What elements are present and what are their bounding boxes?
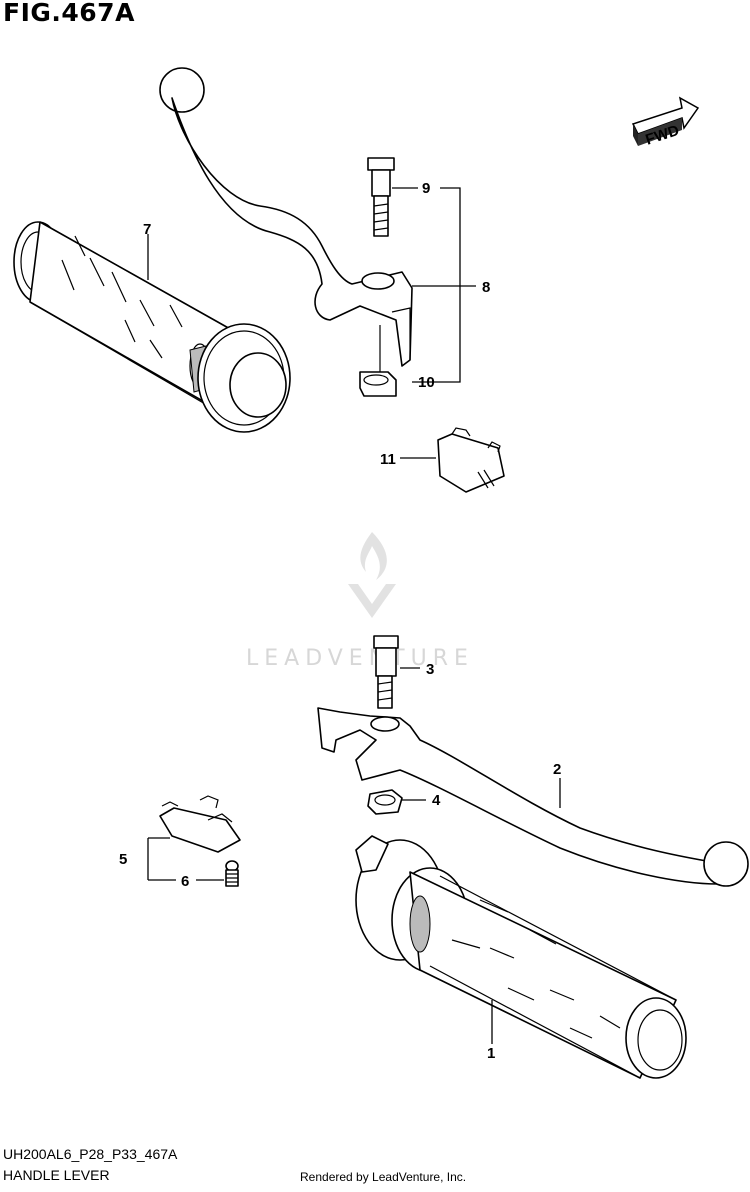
bolt-part-9 [367, 157, 395, 237]
upper-lever-part-8 [159, 67, 413, 367]
callout-3: 3 [426, 661, 434, 678]
switch-part-5 [159, 795, 241, 853]
right-grip-part-1 [355, 835, 687, 1079]
figure-title: FIG.467A [3, 0, 135, 27]
left-grip-part-7 [13, 221, 291, 433]
figure-code: UH200AL6_P28_P33_467A [3, 1146, 178, 1162]
figure-name: HANDLE LEVER [3, 1167, 110, 1183]
callout-8: 8 [482, 279, 490, 296]
callout-2: 2 [553, 761, 561, 778]
bolt-part-3 [373, 635, 399, 709]
leader-lines [147, 187, 561, 1044]
render-credit: Rendered by LeadVenture, Inc. [300, 1170, 467, 1184]
callout-4: 4 [432, 792, 441, 809]
callout-9: 9 [422, 180, 430, 197]
nut-part-4 [367, 789, 403, 815]
switch-part-11 [437, 427, 505, 493]
leadventure-watermark: LEADVENTURE [246, 532, 474, 671]
callout-6: 6 [181, 873, 189, 890]
fwd-arrow-icon: FWD [631, 96, 700, 149]
screw-part-6 [225, 860, 239, 887]
callout-5: 5 [119, 851, 127, 868]
callout-10: 10 [418, 374, 435, 391]
watermark-text: LEADVENTURE [246, 646, 474, 671]
lower-lever-part-2 [317, 707, 749, 887]
nut-part-10 [359, 371, 397, 397]
callout-7: 7 [143, 221, 151, 238]
callout-11: 11 [380, 451, 396, 468]
callout-1: 1 [487, 1045, 495, 1062]
